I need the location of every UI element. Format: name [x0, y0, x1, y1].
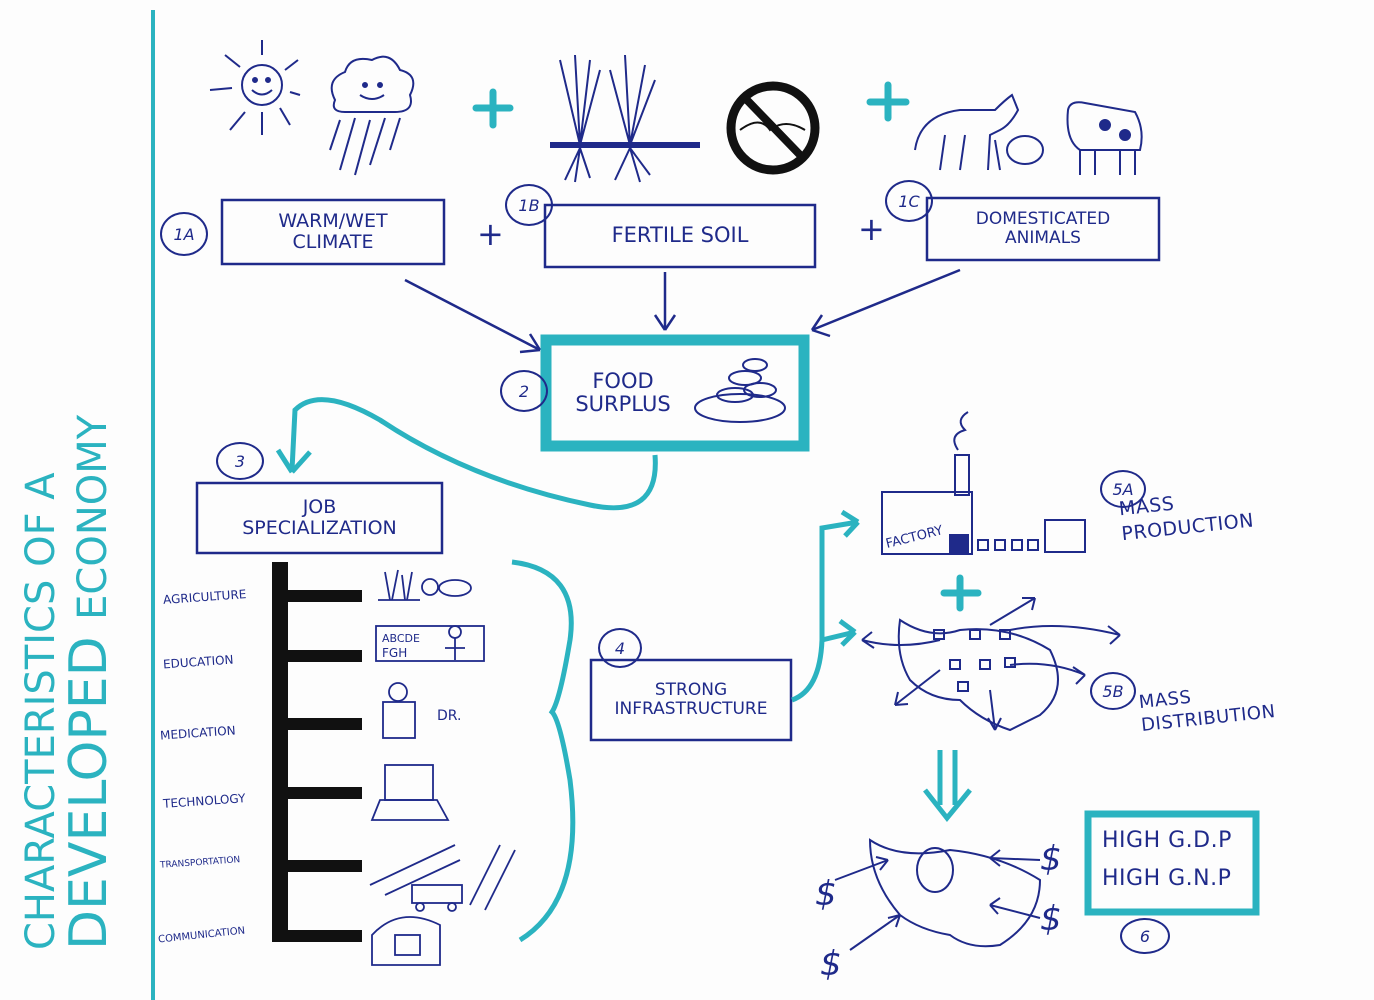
doctor-icon-text: DR.: [437, 708, 461, 724]
step-1b-number: 1B: [505, 184, 553, 226]
plus-1a-1b: +: [477, 215, 504, 253]
arrows-to-food-surplus: [404, 268, 961, 354]
plus-sign-3: [940, 574, 982, 612]
box-1c: [925, 196, 1161, 262]
box-3-job-specialization: [195, 481, 444, 555]
plus-sign-2: [866, 81, 910, 122]
plants-icon: [550, 54, 700, 183]
transportation-icon: [369, 844, 516, 912]
arrow-food-to-jobs: [289, 397, 658, 511]
brace-jobs-to-infrastructure: [511, 559, 576, 943]
education-icon: [375, 625, 485, 662]
step-5b-number: 5B: [1090, 672, 1136, 710]
food-pile-icon: [694, 358, 786, 423]
arrows-infrastructure-branch: [791, 509, 860, 703]
label-2-food-surplus: FOOD SURPLUS: [575, 368, 671, 416]
box-1b: [543, 203, 817, 269]
money-map-icon: [834, 838, 1042, 951]
dollar-sign-2: $: [820, 944, 842, 984]
dollar-sign-3: $: [1040, 839, 1062, 879]
dollar-sign-4: $: [1040, 899, 1062, 939]
sun-icon: [209, 40, 301, 135]
box-6-gdp: [1084, 810, 1260, 916]
distribution-map-icon: [861, 597, 1121, 732]
label-1c-animals: DOMESTICATED ANIMALS: [975, 209, 1111, 248]
step-5a-number: 5A: [1100, 470, 1146, 508]
plus-sign-1: [472, 88, 514, 129]
step-3-number: 3: [216, 442, 264, 480]
label-3-job-specialization: JOB SPECIALIZATION: [242, 496, 397, 539]
animals-icon: [914, 93, 1143, 175]
box-1a: [220, 198, 446, 266]
box-4-infrastructure: [589, 658, 793, 742]
step-1a-number: 1A: [160, 212, 208, 256]
telephone-icon: [371, 916, 441, 966]
label-1b-soil: FERTILE SOIL: [611, 223, 749, 248]
education-icon-text-2: FGH: [382, 646, 407, 660]
arrow-head-jobs: [275, 448, 312, 474]
agriculture-icon: [378, 569, 472, 601]
step-2-number: 2: [500, 370, 548, 412]
label-1a-climate: WARM/WET CLIMATE: [278, 210, 388, 253]
dollar-sign-1: $: [815, 874, 837, 914]
step-6-number: 6: [1120, 918, 1170, 954]
laptop-icon: [370, 764, 450, 821]
rain-cloud-icon: [329, 55, 415, 176]
step-4-number: 4: [598, 628, 642, 668]
doctor-icon: [382, 682, 416, 739]
no-barren-soil-icon: [726, 81, 820, 175]
label-4-infrastructure: STRONG INFRASTRUCTURE: [614, 680, 768, 719]
step-1c-number: 1C: [885, 180, 933, 222]
factory-icon: [881, 411, 1086, 555]
factory-icon-text: FACTORY: [884, 523, 944, 552]
education-icon-text-1: ABCDE: [382, 632, 420, 645]
job-ladder-bar: [272, 562, 362, 942]
plus-1b-1c: +: [858, 210, 885, 248]
label-6-gdp: HIGH G.D.P: [1102, 828, 1232, 853]
label-6-gnp: HIGH G.N.P: [1102, 866, 1232, 891]
arrow-down-double: [923, 750, 972, 822]
